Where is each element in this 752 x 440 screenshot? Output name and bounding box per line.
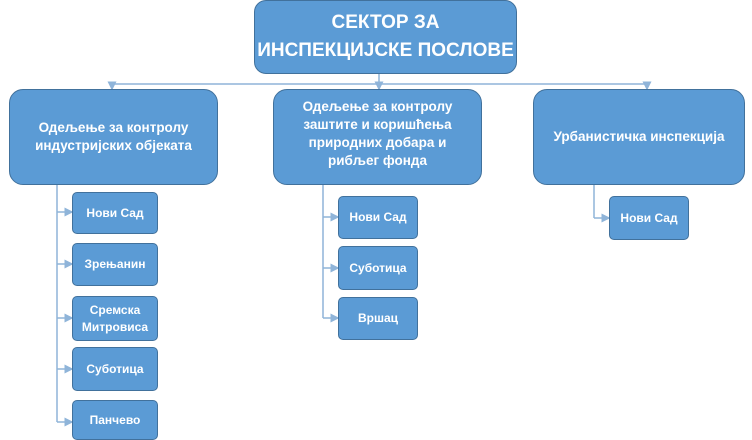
unit-node: Зрењанин <box>72 243 158 286</box>
department-node-urban: Урбанистичка инспекција <box>533 89 745 185</box>
unit-node: Нови Сад <box>338 196 418 239</box>
department-node-industrial: Одељење за контролу индустријских објека… <box>9 89 218 185</box>
unit-label: Панчево <box>89 412 141 427</box>
unit-label: Вршац <box>357 311 399 326</box>
department-label: Одељење за контролу заштите и коришћења … <box>302 98 453 169</box>
department-label: Урбанистичка инспекција <box>553 128 725 144</box>
unit-node: Панчево <box>72 400 158 440</box>
department-node-nature: Одељење за контролу заштите и коришћења … <box>273 89 482 185</box>
unit-label: Суботица <box>86 361 144 376</box>
unit-label: Нови Сад <box>349 210 407 225</box>
unit-label: Нови Сад <box>86 205 144 220</box>
sector-root-node: СЕКТОР ЗА ИНСПЕКЦИЈСКЕ ПОСЛОВЕ <box>254 0 517 74</box>
unit-label: Нови Сад <box>620 210 678 225</box>
root-title-line1: СЕКТОР ЗА <box>331 12 440 34</box>
unit-label: Суботица <box>349 260 407 275</box>
department-label: Одељење за контролу индустријских објека… <box>35 119 192 153</box>
unit-node: Вршац <box>338 297 418 340</box>
unit-node: Суботица <box>72 347 158 391</box>
unit-node: Сремска Митровиса <box>72 296 158 341</box>
unit-node: Нови Сад <box>72 192 158 234</box>
unit-label: Зрењанин <box>84 257 146 272</box>
unit-node: Суботица <box>338 246 418 290</box>
unit-node: Нови Сад <box>609 196 689 240</box>
root-title-line2: ИНСПЕКЦИЈСКЕ ПОСЛОВЕ <box>257 40 514 61</box>
unit-label: Сремска Митровиса <box>81 303 149 334</box>
